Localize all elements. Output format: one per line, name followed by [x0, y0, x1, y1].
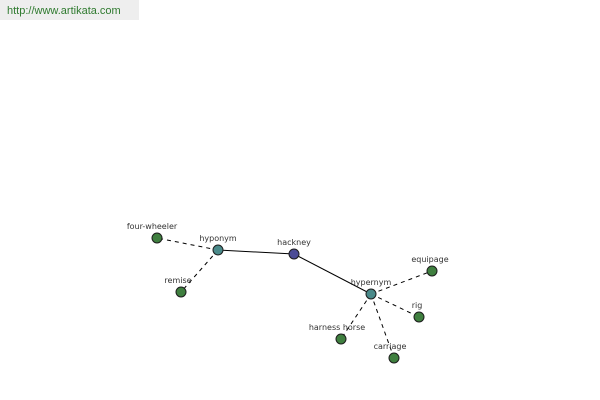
node-label-carriage[interactable]: carriage: [374, 342, 407, 351]
edge-hyponym-four-wheeler: [156, 237, 219, 251]
node-equipage[interactable]: [426, 265, 438, 277]
edge-hackney-hyponym: [217, 249, 295, 255]
node-label-hypernym[interactable]: hypernym: [351, 278, 392, 287]
node-hyponym[interactable]: [212, 244, 224, 256]
node-hackney[interactable]: [288, 248, 300, 260]
node-hypernym[interactable]: [365, 288, 377, 300]
node-label-remise[interactable]: remise: [164, 276, 191, 285]
edge-hypernym-carriage: [370, 293, 395, 359]
node-label-four-wheeler[interactable]: four-wheeler: [127, 222, 178, 231]
node-remise[interactable]: [175, 286, 187, 298]
edge-hypernym-harness-horse: [340, 293, 372, 340]
edge-hyponym-remise: [180, 249, 219, 293]
edge-hackney-hypernym: [293, 253, 372, 295]
node-four-wheeler[interactable]: [151, 232, 163, 244]
source-url-link[interactable]: http://www.artikata.com: [0, 0, 139, 20]
node-harness-horse[interactable]: [335, 333, 347, 345]
node-label-equipage[interactable]: equipage: [411, 255, 448, 264]
node-rig[interactable]: [413, 311, 425, 323]
node-carriage[interactable]: [388, 352, 400, 364]
node-label-harness-horse[interactable]: harness horse: [309, 323, 365, 332]
node-label-hackney[interactable]: hackney: [277, 238, 311, 247]
node-label-rig[interactable]: rig: [412, 301, 423, 310]
edge-hypernym-rig: [370, 293, 420, 318]
node-label-hyponym[interactable]: hyponym: [199, 234, 237, 243]
edge-hypernym-equipage: [370, 270, 433, 295]
